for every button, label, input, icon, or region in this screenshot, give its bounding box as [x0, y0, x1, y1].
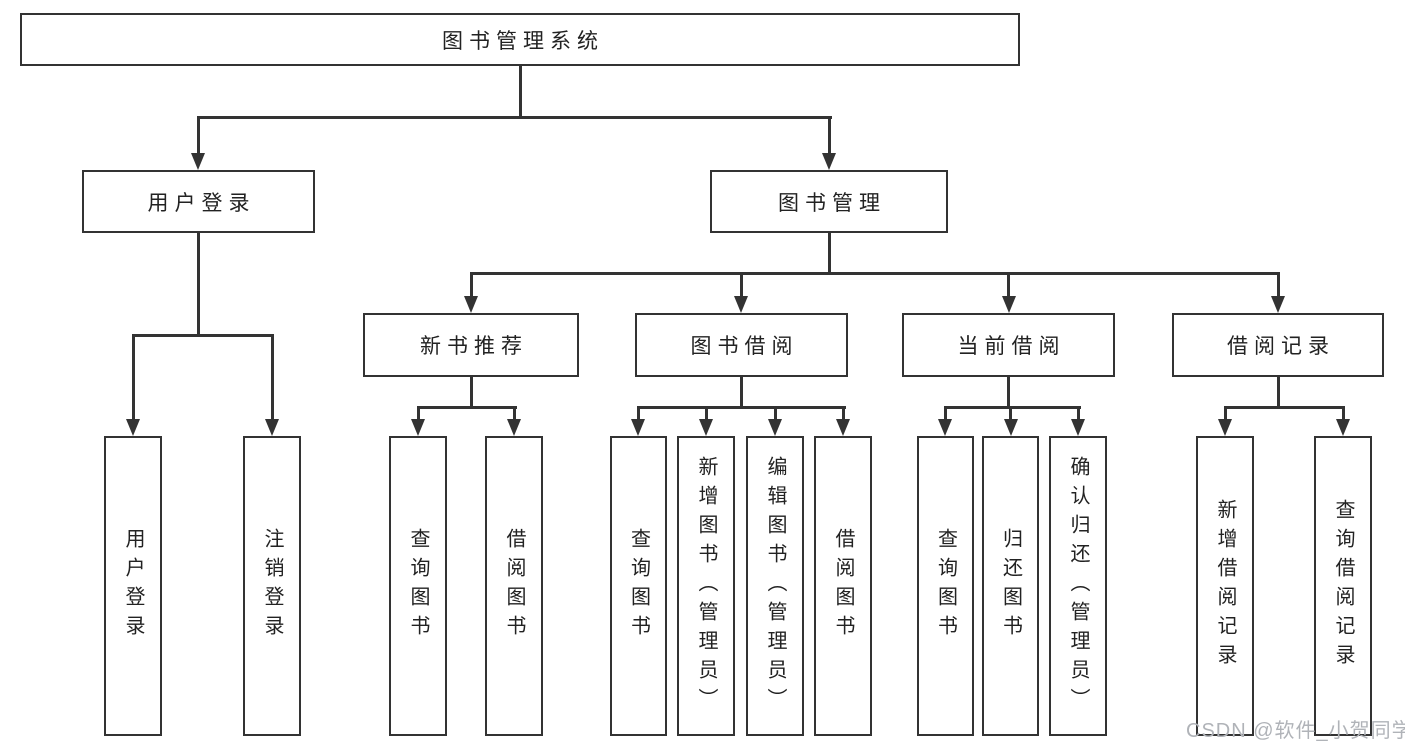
leaf-edit-book-admin: 编辑图书（管理员）: [746, 436, 804, 736]
node-label: 当前借阅: [957, 335, 1066, 358]
connector-borrowing-rail: [636, 405, 846, 409]
node-current-borrowing: 当前借阅: [902, 313, 1115, 377]
arrow-down-to-query-books-3: [943, 407, 947, 419]
arrow-down-to-edit-book-admin: [773, 407, 777, 419]
arrow-down-to-current-borrowing: [1007, 273, 1010, 296]
node-label: 图书管理: [778, 191, 886, 215]
leaf-add-borrow-record: 新增借阅记录: [1196, 436, 1254, 736]
connector-root-rail: [196, 115, 832, 119]
node-label: 图书借阅: [690, 335, 799, 358]
arrow-down-to-query-books-2: [636, 407, 640, 419]
arrow-down-to-leaf-logout: [270, 335, 274, 419]
node-label: 新增借阅记录: [1214, 499, 1236, 673]
leaf-borrow-books-2: 借阅图书: [814, 436, 872, 736]
node-label: 查询借阅记录: [1332, 499, 1354, 673]
leaf-query-borrow-record: 查询借阅记录: [1314, 436, 1372, 736]
node-label: 图书管理系统: [442, 29, 604, 53]
arrow-down-to-user-login: [196, 117, 200, 153]
arrow-down-to-query-books-1: [416, 407, 420, 419]
leaf-query-books-1: 查询图书: [389, 436, 447, 736]
leaf-logout-login: 注销登录: [243, 436, 301, 736]
node-label: 用户登录: [147, 191, 256, 215]
arrow-down-to-return-book: [1009, 407, 1012, 419]
leaf-query-books-2: 查询图书: [610, 436, 667, 736]
node-book-borrowing: 图书借阅: [635, 313, 848, 377]
node-label: 新增图书（管理员）: [695, 455, 717, 717]
connector-user-login-stem: [196, 233, 200, 335]
csdn-watermark: CSDN @软件_小贺同学: [1186, 720, 1405, 742]
node-label: 确认归还（管理员）: [1067, 455, 1089, 717]
arrow-down-to-borrowing-records: [1276, 273, 1280, 296]
arrow-down-to-confirm-return-admin: [1076, 407, 1080, 419]
connector-book-mgmt-stem: [827, 233, 831, 273]
node-label: 借阅图书: [832, 528, 854, 644]
node-label: 查询图书: [627, 528, 650, 644]
arrow-down-to-new-book-recommend: [469, 273, 473, 296]
arrow-down-to-borrow-books-2: [841, 407, 845, 419]
node-borrowing-records: 借阅记录: [1172, 313, 1384, 377]
connector-recommend-stem: [469, 377, 473, 407]
leaf-borrow-books-1: 借阅图书: [485, 436, 543, 736]
node-label: 查询图书: [934, 528, 957, 644]
arrow-down-to-book-management: [827, 117, 831, 153]
node-book-management: 图书管理: [710, 170, 948, 233]
leaf-confirm-return-admin: 确认归还（管理员）: [1049, 436, 1107, 736]
node-label: 借阅记录: [1227, 335, 1335, 358]
node-label: 注销登录: [261, 528, 283, 644]
node-new-book-recommend: 新书推荐: [363, 313, 579, 377]
arrow-down-to-query-borrow-record: [1341, 407, 1345, 419]
node-user-login: 用户登录: [82, 170, 315, 233]
arrow-down-to-add-book-admin: [704, 407, 708, 419]
connector-records-rail: [1223, 405, 1345, 409]
leaf-return-book: 归还图书: [982, 436, 1039, 736]
connector-current-rail: [943, 405, 1081, 409]
connector-root-stem: [518, 66, 522, 117]
connector-records-stem: [1276, 377, 1280, 407]
node-library-management-system: 图书管理系统: [20, 13, 1020, 66]
node-label: 归还图书: [999, 528, 1022, 644]
connector-user-login-rail: [131, 333, 274, 337]
connector-recommend-rail: [416, 405, 517, 409]
arrow-down-to-book-borrowing: [739, 273, 743, 296]
connector-borrowing-stem: [739, 377, 743, 407]
connector-book-mgmt-rail: [469, 271, 1280, 275]
arrow-down-to-leaf-user-login: [131, 335, 135, 419]
node-label: 用户登录: [122, 528, 144, 644]
node-label: 查询图书: [407, 528, 429, 644]
node-label: 借阅图书: [503, 528, 525, 644]
leaf-query-books-3: 查询图书: [917, 436, 974, 736]
node-label: 新书推荐: [420, 335, 528, 358]
leaf-add-book-admin: 新增图书（管理员）: [677, 436, 735, 736]
connector-current-stem: [1006, 377, 1010, 407]
arrow-down-to-add-borrow-record: [1223, 407, 1227, 419]
node-label: 编辑图书（管理员）: [764, 455, 786, 717]
leaf-user-login: 用户登录: [104, 436, 162, 736]
arrow-down-to-borrow-books-1: [512, 407, 516, 419]
